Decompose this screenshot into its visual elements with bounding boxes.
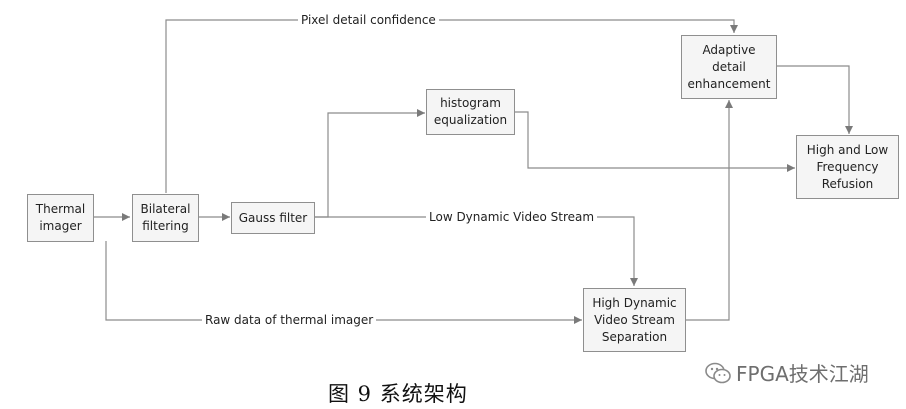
label-raw-data: Raw data of thermal imager [202, 313, 377, 327]
edge-adaptive-to-refusion [777, 65, 853, 134]
edge-gauss-to-histogram [314, 109, 425, 218]
node-thermal-imager: Thermal imager [27, 194, 94, 242]
label-low-dynamic-video-stream: Low Dynamic Video Stream [426, 210, 598, 224]
node-gauss-filter: Gauss filter [231, 202, 315, 234]
node-high-dynamic-video-stream-separation: High Dynamic Video Stream Separation [583, 288, 686, 352]
watermark: FPGA技术江湖 [704, 358, 869, 387]
edge-low-dynamic-video-stream [314, 216, 638, 286]
edge-pixel-detail-confidence [165, 19, 738, 193]
node-bilateral-filtering: Bilateral filtering [132, 194, 199, 242]
edge-histogram-to-refusion [514, 111, 795, 172]
edge-raw-data [105, 241, 582, 324]
label-pixel-detail-confidence: Pixel detail confidence [298, 13, 439, 27]
figure-caption: 图 9 系统架构 [328, 382, 468, 406]
node-histogram-equalization: histogram equalization [426, 89, 515, 135]
wechat-icon [705, 362, 731, 383]
watermark-text: FPGA技术江湖 [736, 362, 869, 386]
node-adaptive-detail-enhancement: Adaptive detail enhancement [681, 35, 777, 99]
edge-separation-to-adaptive [686, 100, 733, 321]
node-high-low-frequency-refusion: High and Low Frequency Refusion [796, 135, 899, 199]
